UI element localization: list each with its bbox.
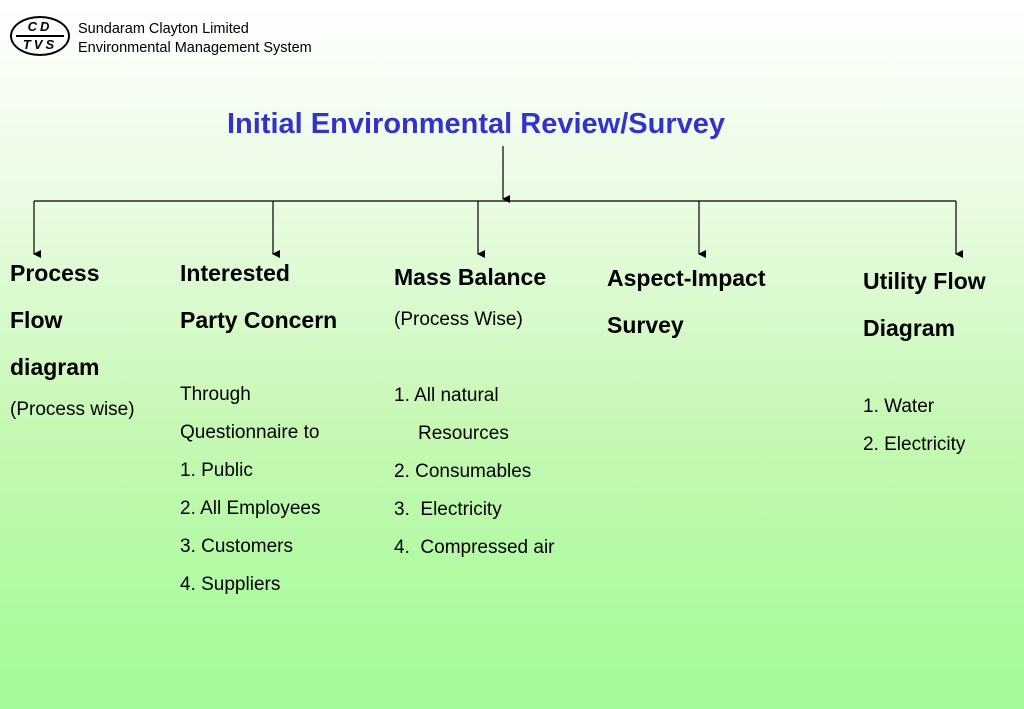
list-item: 2. Consumables: [394, 461, 532, 482]
spacer: [863, 352, 986, 388]
spacer: [394, 339, 555, 377]
column-heading-line: Utility Flow: [863, 268, 986, 294]
column-process-flow: Process Flow diagram (Process wise): [10, 250, 135, 429]
list-item: Resources: [418, 423, 509, 444]
column-interested-party: Interested Party Concern Through Questio…: [180, 250, 337, 604]
list-item: 4. Suppliers: [180, 574, 281, 595]
column-heading-line: Party Concern: [180, 307, 338, 333]
spacer: [180, 344, 337, 376]
logo-top-text: CD: [27, 19, 53, 35]
column-heading-line: Process: [10, 260, 100, 286]
column-heading-line: Interested: [180, 260, 290, 286]
diagram-title: Initial Environmental Review/Survey: [227, 108, 725, 140]
column-heading-line: diagram: [10, 354, 100, 380]
list-item: 2. Electricity: [863, 434, 966, 455]
header: CD TVS Sundaram Clayton Limited Environm…: [10, 16, 312, 58]
list-item: Questionnaire to: [180, 422, 320, 443]
column-subheading: (Process wise): [10, 399, 135, 420]
company-block: Sundaram Clayton Limited Environmental M…: [78, 20, 312, 58]
list-item: 1. All natural: [394, 385, 499, 406]
list-item: 2. All Employees: [180, 498, 321, 519]
cd-tvs-logo: CD TVS: [10, 16, 70, 56]
column-heading-line: Mass Balance: [394, 264, 547, 290]
list-item: Through: [180, 384, 251, 405]
list-item: 3. Customers: [180, 536, 293, 557]
list-item: 1. Public: [180, 460, 253, 481]
column-aspect-impact: Aspect-Impact Survey: [607, 255, 765, 349]
column-utility-flow: Utility Flow Diagram 1. Water 2. Electri…: [863, 258, 986, 464]
company-name: Sundaram Clayton Limited: [78, 21, 249, 37]
logo-divider: [16, 35, 64, 37]
logo-bottom-text: TVS: [22, 36, 58, 52]
column-mass-balance: Mass Balance (Process Wise) 1. All natur…: [394, 254, 555, 567]
list-item: 3. Electricity: [394, 499, 502, 520]
column-subheading: (Process Wise): [394, 309, 523, 330]
column-heading-line: Flow: [10, 307, 63, 333]
column-heading-line: Aspect-Impact: [607, 265, 766, 291]
column-heading-line: Diagram: [863, 315, 956, 341]
system-name: Environmental Management System: [78, 40, 312, 56]
list-item: 4. Compressed air: [394, 537, 555, 558]
column-heading-line: Survey: [607, 312, 684, 338]
list-item: 1. Water: [863, 396, 935, 417]
